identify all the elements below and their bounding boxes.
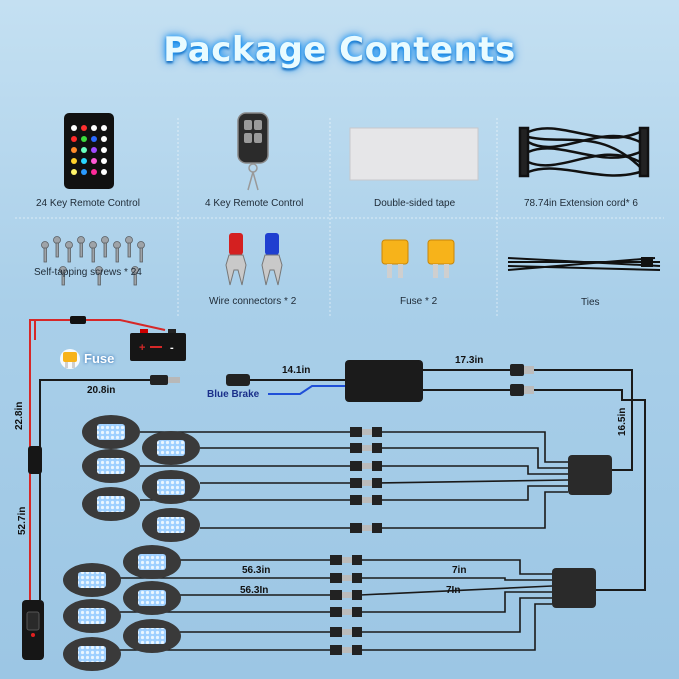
- item-label-screws: Self-tapping screws * 24: [34, 267, 142, 278]
- length-7-b: 7In: [446, 585, 461, 596]
- fuse-holder-icon: [70, 316, 86, 324]
- length-17-3: 17.3in: [455, 355, 484, 366]
- remote-4key-icon: [237, 112, 269, 191]
- remote-24key-icon: [64, 113, 114, 189]
- grid-dividers: [15, 118, 664, 318]
- length-52-7: 52.7in: [17, 506, 28, 535]
- extension-cord-icon: [518, 126, 650, 178]
- fuse-icon: [381, 239, 455, 278]
- length-20-8: 20.8in: [87, 385, 116, 396]
- wire-connectors-icon: [225, 233, 283, 286]
- rocker-switch-icon: [22, 600, 44, 660]
- length-7-a: 7in: [452, 565, 467, 576]
- controller-connectors: [510, 364, 534, 396]
- item-label-remote-4: 4 Key Remote Control: [205, 198, 304, 209]
- rock-light-pods-upper: [82, 415, 200, 542]
- svg-text:-: -: [170, 342, 174, 354]
- tape-icon: [349, 127, 479, 181]
- length-22-8: 22.8in: [14, 401, 25, 430]
- length-14-1: 14.1in: [282, 365, 311, 376]
- ties-icon: [507, 257, 661, 271]
- length-56-3-b: 56.3In: [240, 585, 269, 596]
- upper-connector-pairs: [350, 427, 382, 533]
- hub-box-upper: [568, 455, 612, 495]
- length-16-5: 16.5in: [617, 407, 628, 436]
- fuse-badge-icon: [60, 349, 80, 369]
- dc-plug-icon: [150, 375, 180, 385]
- inline-connector-icon: [28, 446, 42, 474]
- screws-icon: [41, 236, 145, 286]
- item-label-wire-connectors: Wire connectors * 2: [209, 296, 297, 307]
- hub-box-lower: [552, 568, 596, 608]
- length-56-3-a: 56.3in: [242, 565, 271, 576]
- item-label-remote-24: 24 Key Remote Control: [36, 198, 140, 209]
- hub-feed-wires: [534, 369, 646, 591]
- upper-pod-wires: [379, 431, 569, 529]
- lower-connector-pairs: [330, 555, 362, 655]
- battery-icon: + -: [130, 329, 186, 361]
- rock-light-pods-lower: [63, 545, 181, 671]
- item-label-extension-cord: 78.74in Extension cord* 6: [524, 198, 638, 209]
- fuse-label: Fuse: [84, 351, 115, 366]
- item-label-tape: Double-sided tape: [374, 198, 456, 209]
- lower-pod-wires: [359, 559, 553, 651]
- item-label-ties: Ties: [581, 297, 600, 308]
- dc-socket-icon: [226, 374, 345, 395]
- controller-box: [345, 360, 423, 402]
- controller-output-wires: [423, 369, 510, 391]
- blue-brake-label: Blue Brake: [207, 389, 260, 400]
- page-title: Package Contents: [163, 30, 516, 70]
- svg-text:+: +: [139, 342, 145, 354]
- item-label-fuse: Fuse * 2: [400, 296, 438, 307]
